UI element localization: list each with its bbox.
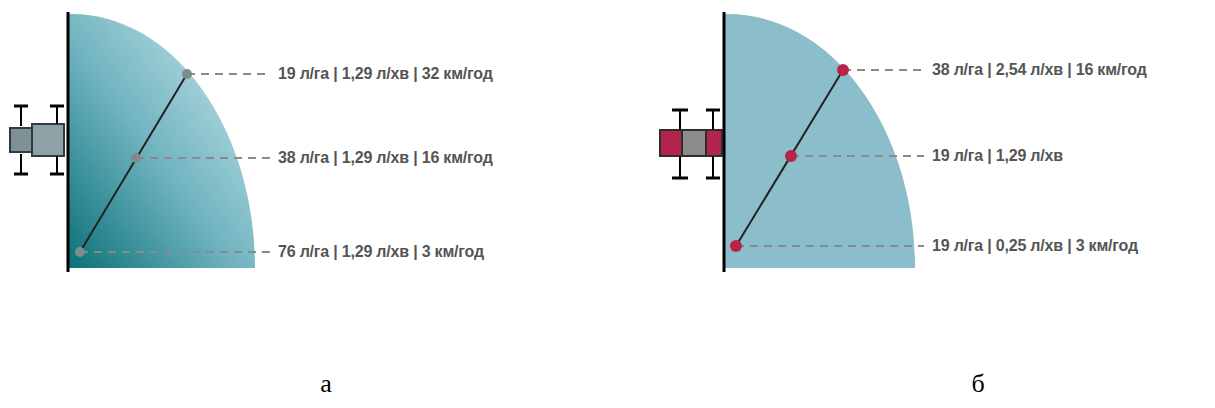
leader-lines (736, 70, 924, 246)
panel-letter: а (320, 369, 332, 399)
tractor-icon (660, 110, 722, 178)
rate-label: 19 л/га | 1,29 л/хв (932, 147, 1063, 165)
panel-letter: б (971, 369, 984, 399)
rate-line (736, 70, 843, 246)
leader-lines (80, 74, 270, 252)
boom-line (67, 12, 70, 272)
rate-label: 19 л/га | 0,25 л/хв | 3 км/год (932, 237, 1138, 255)
spray-fan (725, 14, 915, 268)
rate-label: 38 л/га | 1,29 л/хв | 16 км/год (278, 149, 493, 167)
spray-fan (68, 14, 255, 268)
rate-line (80, 74, 187, 252)
rate-label: 38 л/га | 2,54 л/хв | 16 км/год (932, 61, 1147, 79)
rate-label: 76 л/га | 1,29 л/хв | 3 км/год (278, 243, 484, 261)
rate-label: 19 л/га | 1,29 л/хв | 32 км/год (278, 65, 493, 83)
nozzle-dots (730, 64, 849, 252)
nozzle-dots (75, 69, 192, 257)
tractor-icon (10, 106, 64, 174)
